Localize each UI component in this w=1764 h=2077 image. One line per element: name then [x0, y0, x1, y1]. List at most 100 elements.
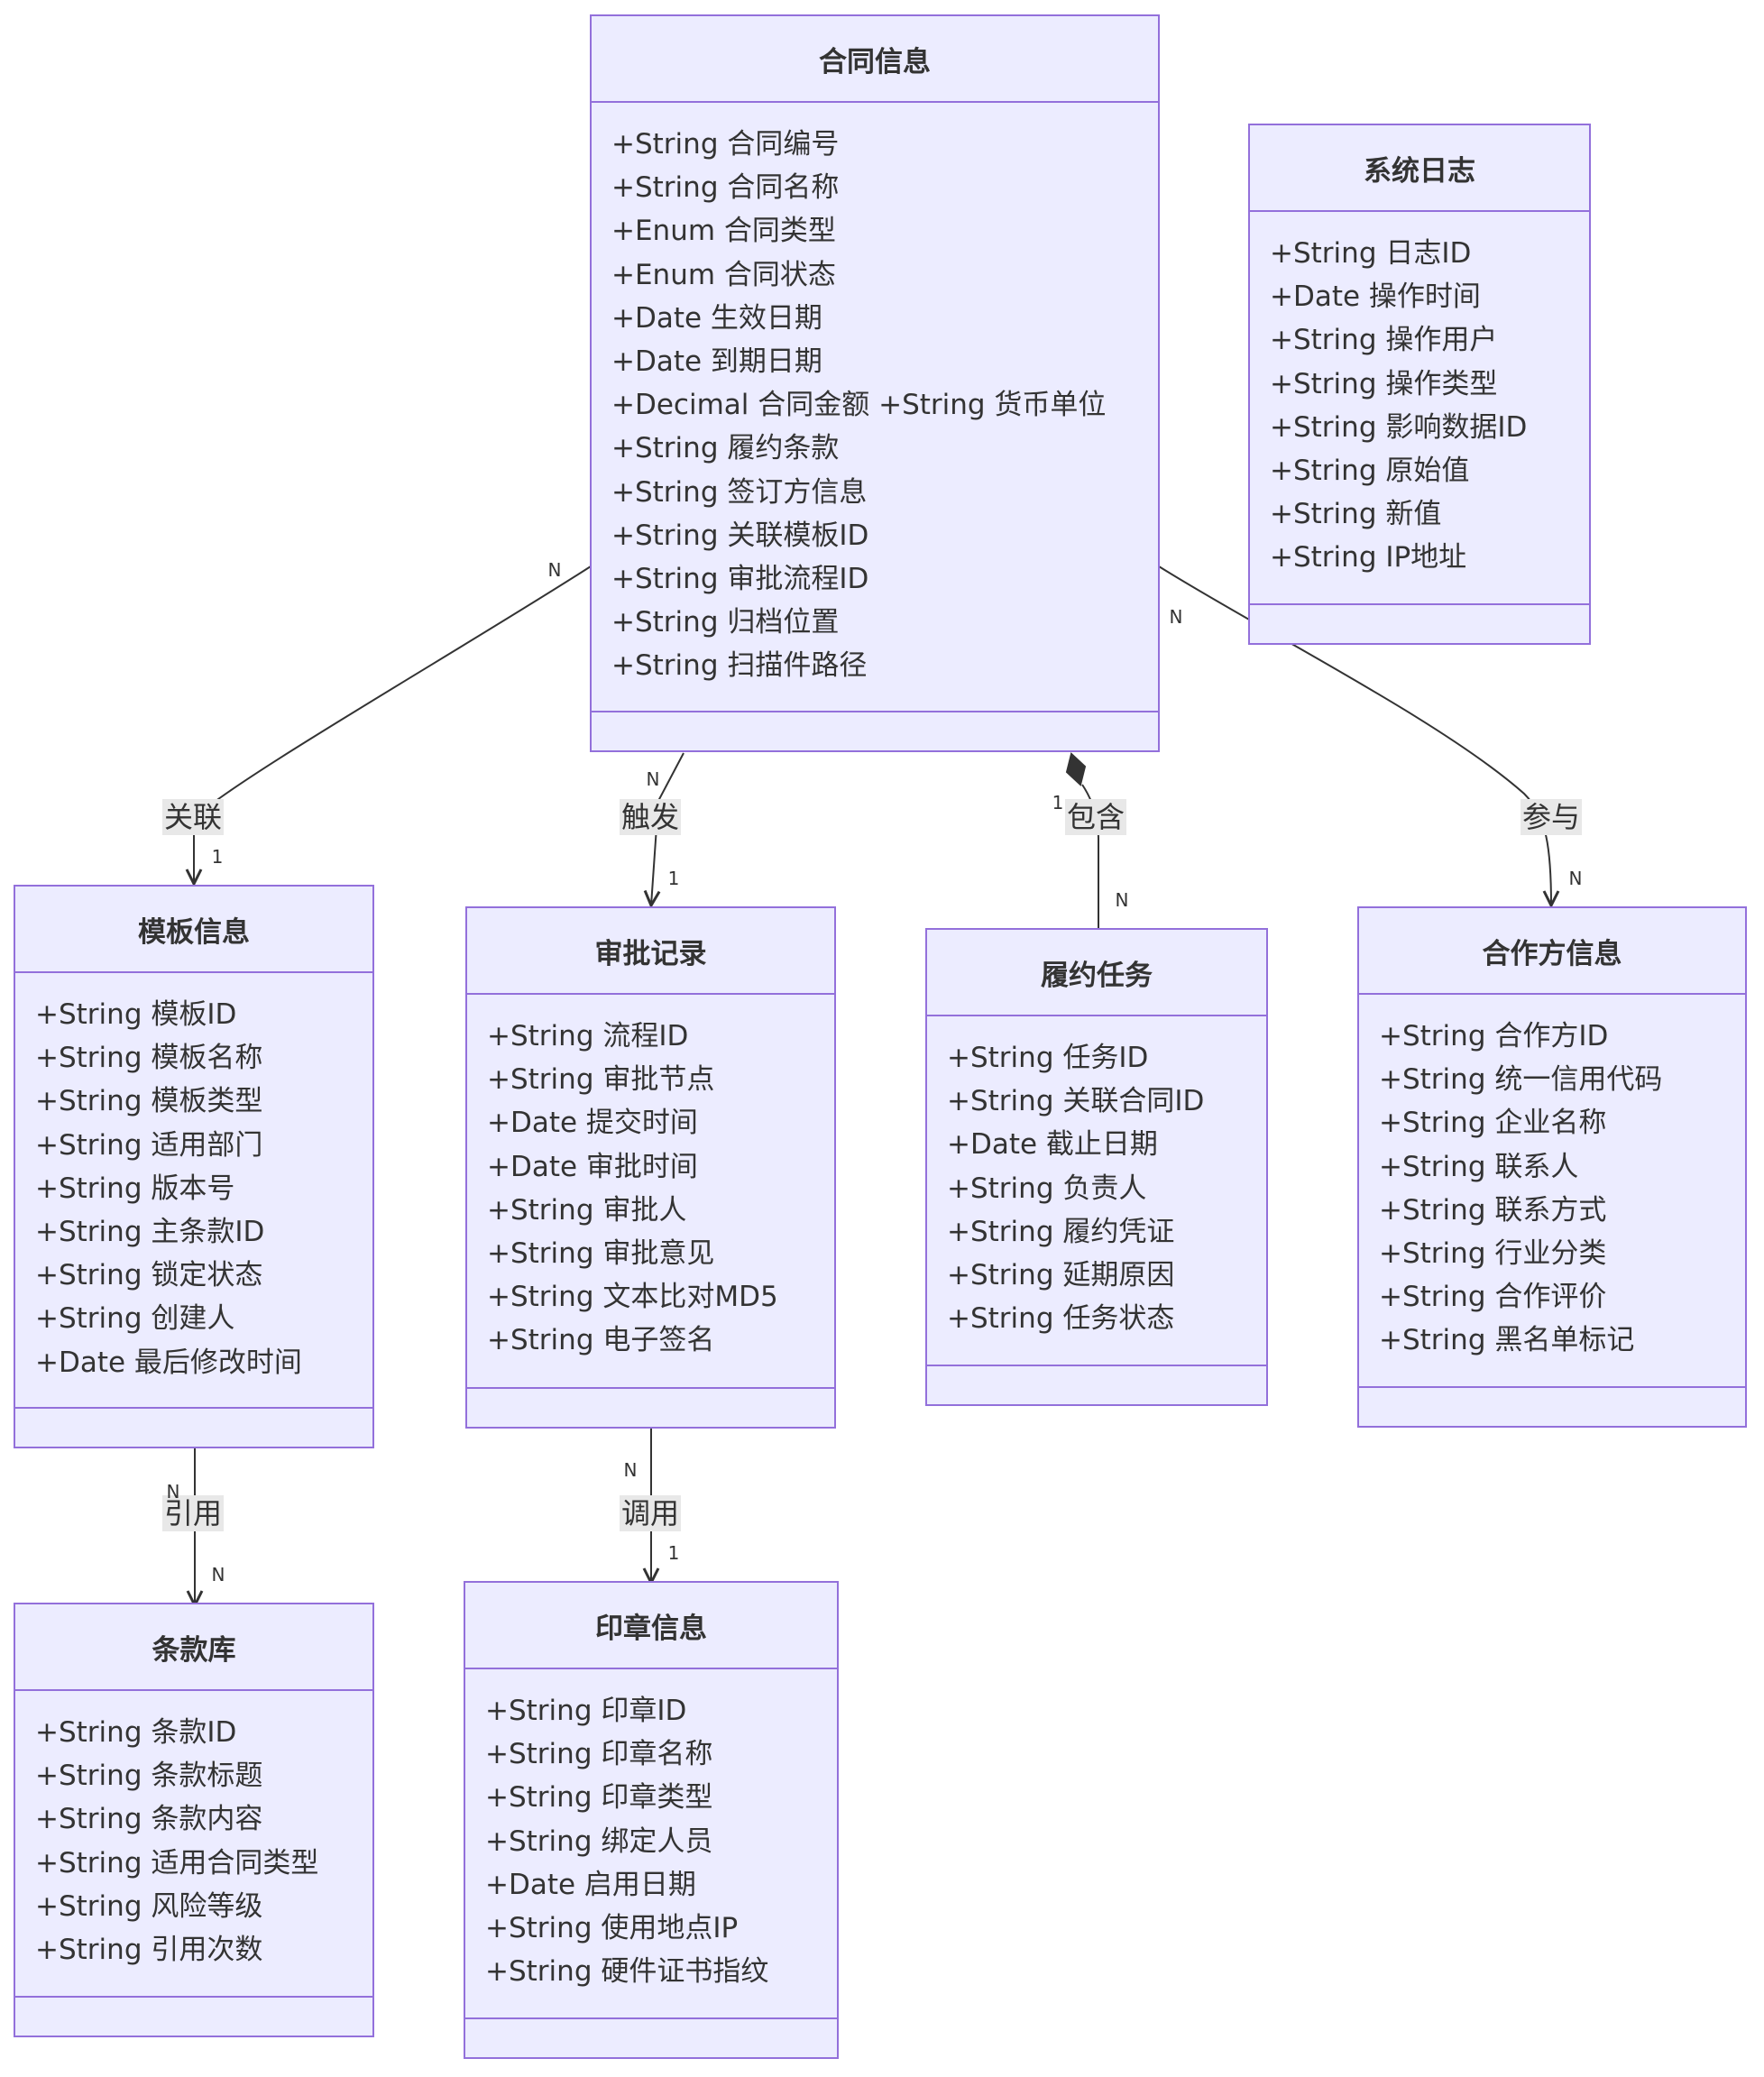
class-attribute: +Date 提交时间	[487, 1107, 698, 1140]
class-attribute: +String 履约凭证	[947, 1215, 1175, 1248]
method-list	[467, 1389, 834, 1430]
class-attribute: +String 签订方信息	[611, 475, 868, 509]
method-list	[465, 2019, 837, 2061]
multiplicity-from: N	[547, 559, 562, 581]
class-title: 印章信息	[465, 1583, 837, 1669]
class-attribute: +Date 最后修改时间	[35, 1346, 302, 1379]
class-attribute: +String 绑定人员	[485, 1824, 713, 1858]
class-title: 合同信息	[592, 16, 1158, 103]
method-list	[15, 1409, 372, 1450]
method-list	[1250, 605, 1589, 647]
class-attribute: +String 锁定状态	[35, 1259, 263, 1292]
class-attribute: +String 新值	[1270, 498, 1442, 531]
attribute-list: +String 合作方ID +String 统一信用代码 +String 企业名称 +…	[1359, 995, 1745, 1388]
class-attribute: +String 使用地点IP	[485, 1912, 739, 1945]
class-contract: 合同信息 +String 合同编号 +String 合同名称 +Enum 合同类型 +…	[590, 14, 1160, 752]
edge-contract-partner	[1158, 565, 1551, 905]
class-attribute: +String 合同编号	[611, 128, 840, 161]
class-attribute: +Date 生效日期	[611, 301, 822, 335]
attribute-list: +String 条款ID +String 条款标题 +String 条款内容 +Str…	[15, 1691, 372, 1998]
class-attribute: +String IP地址	[1270, 541, 1467, 574]
class-title: 条款库	[15, 1604, 372, 1691]
multiplicity-from: N	[166, 1481, 180, 1503]
class-attribute: +String 模板ID	[35, 998, 237, 1031]
class-attribute: +String 印章ID	[485, 1695, 687, 1727]
class-title: 履约任务	[927, 930, 1266, 1016]
class-attribute: +String 印章类型	[485, 1781, 713, 1815]
relation-label-invoke: 调用	[619, 1495, 682, 1531]
class-attribute: +String 联系人	[1379, 1150, 1579, 1183]
class-attribute: +String 审批人	[487, 1193, 687, 1227]
attribute-list: +String 流程ID +String 审批节点 +Date 提交时间 +Date …	[467, 995, 834, 1389]
class-attribute: +Enum 合同状态	[611, 258, 836, 291]
class-title: 合作方信息	[1359, 908, 1745, 995]
class-attribute: +String 审批流程ID	[611, 563, 869, 596]
class-task: 履约任务 +String 任务ID +String 关联合同ID +Date 截止日…	[925, 928, 1268, 1406]
class-approval: 审批记录 +String 流程ID+String 审批节点+Date 提交时间+…	[465, 906, 836, 1429]
class-title: 模板信息	[15, 887, 372, 973]
class-attribute: +String 版本号	[35, 1172, 235, 1205]
multiplicity-to: 1	[667, 1542, 680, 1564]
class-attribute: +String 条款ID	[35, 1716, 237, 1749]
class-attribute: +String 任务状态	[947, 1302, 1175, 1336]
relation-label-participate: 参与	[1520, 799, 1583, 835]
class-attribute: +String 模板类型	[35, 1085, 263, 1118]
attribute-list: +String 日志ID +Date 操作时间 +String 操作用户 +Strin…	[1250, 212, 1589, 605]
class-attribute: +String 合同名称	[611, 171, 840, 205]
class-attribute: +String 关联模板ID	[611, 519, 869, 552]
class-attribute: +String 流程ID	[487, 1020, 689, 1052]
class-template: 模板信息 +String 模板ID +String 模板名称 +String 模板类…	[14, 885, 374, 1448]
class-attribute: +String 原始值	[1270, 455, 1470, 488]
multiplicity-to: 1	[211, 846, 224, 868]
class-title: 审批记录	[467, 908, 834, 995]
multiplicity-from: N	[1169, 606, 1183, 628]
class-clause: 条款库 +String 条款ID +String 条款标题 +String 条款内容…	[14, 1603, 374, 2037]
method-list	[927, 1366, 1266, 1408]
class-attribute: +String 文本比对MD5	[487, 1281, 778, 1314]
class-attribute: +String 印章名称	[485, 1738, 713, 1771]
class-attribute: +String 合作方ID	[1379, 1020, 1609, 1052]
class-attribute: +String 操作用户	[1270, 324, 1498, 357]
class-attribute: +String 风险等级	[35, 1889, 263, 1923]
multiplicity-to: N	[1115, 889, 1129, 911]
class-attribute: +Date 截止日期	[947, 1128, 1158, 1162]
class-attribute: +String 合作评价	[1379, 1281, 1607, 1314]
class-attribute: +String 行业分类	[1379, 1237, 1607, 1271]
class-attribute: +String 日志ID	[1270, 237, 1472, 270]
class-syslog: 系统日志 +String 日志ID+Date 操作时间+String 操作用户+…	[1248, 124, 1591, 645]
multiplicity-to: N	[211, 1564, 225, 1585]
class-attribute: +Date 审批时间	[487, 1150, 698, 1183]
class-attribute: +Date 操作时间	[1270, 280, 1481, 314]
relation-label-contain: 包含	[1064, 799, 1127, 835]
class-attribute: +String 企业名称	[1379, 1107, 1607, 1140]
class-attribute: +String 模板名称	[35, 1042, 263, 1075]
relation-label-trigger: 触发	[619, 799, 682, 835]
class-attribute: +Enum 合同类型	[611, 215, 836, 248]
class-attribute: +String 统一信用代码	[1379, 1063, 1663, 1097]
method-list	[1359, 1388, 1745, 1429]
relation-label-associate: 关联	[161, 799, 225, 835]
class-attribute: +String 条款内容	[35, 1803, 263, 1836]
class-attribute: +String 审批节点	[487, 1063, 715, 1097]
class-attribute: +String 延期原因	[947, 1259, 1175, 1292]
class-attribute: +String 适用合同类型	[35, 1846, 319, 1879]
class-attribute: +String 电子签名	[487, 1324, 715, 1357]
class-attribute: +String 审批意见	[487, 1237, 715, 1271]
relation-label-reference: 引用	[161, 1495, 225, 1531]
class-attribute: +String 条款标题	[35, 1760, 263, 1793]
class-attribute: +String 关联合同ID	[947, 1085, 1205, 1118]
attribute-list: +String 任务ID +String 关联合同ID +Date 截止日期 +Str…	[927, 1016, 1266, 1366]
class-attribute: +String 操作类型	[1270, 367, 1498, 400]
class-partner: 合作方信息 +String 合作方ID+String 统一信用代码+String…	[1357, 906, 1747, 1428]
multiplicity-to: N	[1568, 868, 1583, 889]
method-list	[15, 1998, 372, 2039]
class-attribute: +String 扫描件路径	[611, 649, 868, 683]
multiplicity-from: N	[623, 1459, 638, 1481]
class-attribute: +String 引用次数	[35, 1934, 263, 1967]
class-attribute: +String 主条款ID	[35, 1216, 265, 1249]
multiplicity-from: 1	[1052, 792, 1064, 813]
class-attribute: +String 黑名单标记	[1379, 1324, 1635, 1357]
class-attribute: +String 任务ID	[947, 1042, 1149, 1074]
class-attribute: +String 联系方式	[1379, 1193, 1607, 1227]
